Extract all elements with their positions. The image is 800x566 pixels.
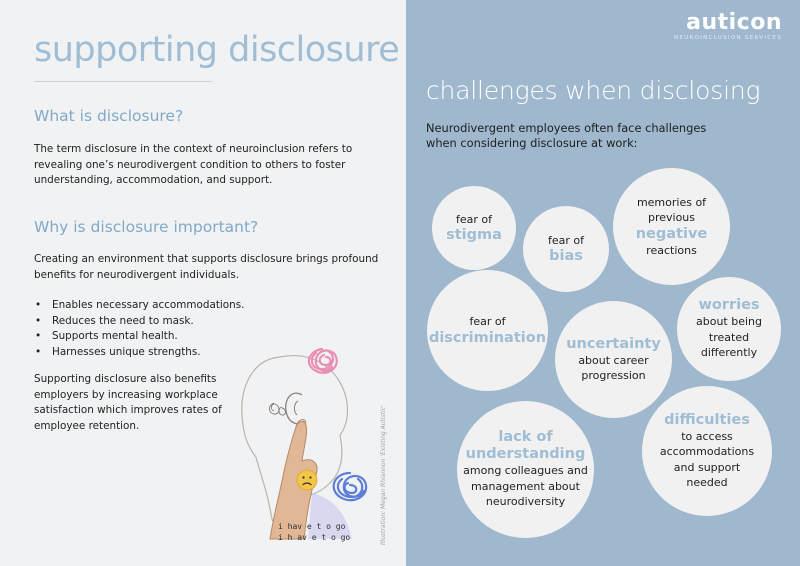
bubble-text: fear of xyxy=(547,233,584,247)
benefits-list: Enables necessary accommodations. Reduce… xyxy=(34,298,244,360)
blue-scribble-icon xyxy=(332,471,368,502)
bubble-text: to access xyxy=(681,429,733,443)
list-item: Reduces the need to mask. xyxy=(34,314,244,330)
bubble-text: differently xyxy=(700,346,758,360)
bubble-text: about being xyxy=(696,315,762,329)
bubble-text: fear of xyxy=(469,315,506,329)
title-divider xyxy=(34,81,212,82)
bubble-text: needed xyxy=(686,476,728,489)
bubble-keyword: stigma xyxy=(446,227,502,244)
auticon-logo: auticon NEUROINCLUSION SERVICES xyxy=(674,11,782,42)
bubble-text: and support xyxy=(673,460,741,474)
bubble-text: fear of xyxy=(455,212,492,226)
bubble-text: treated xyxy=(708,330,750,344)
what-is-disclosure-text: The term disclosure in the context of ne… xyxy=(34,143,353,187)
bubble-keyword: worries xyxy=(698,297,760,314)
bubble-keyword: uncertainty xyxy=(566,335,661,352)
bubble-keyword: negative xyxy=(635,225,708,242)
bubble-text: memories of xyxy=(636,195,707,209)
illustration-credit: Illustration: Megan Rhiannon 'Existing A… xyxy=(380,405,387,545)
challenges-intro: Neurodivergent employees often face chal… xyxy=(426,121,707,150)
bubble-text: progression xyxy=(581,369,646,382)
list-item: Supports mental health. xyxy=(34,329,244,345)
bubble-text: management about xyxy=(471,479,580,493)
bubble-uncertainty: uncertainty about career progression xyxy=(555,301,672,418)
employer-benefits-text: Supporting disclosure also benefits empl… xyxy=(34,373,222,432)
illustration-figure: i hav e t o go i h av e t o go xyxy=(241,347,368,542)
bubble-text: neurodiversity xyxy=(485,495,566,509)
bubble-difficulties: difficulties to access accommodations an… xyxy=(642,386,772,516)
bubble-worries: worries about being treated differently xyxy=(677,277,781,381)
logo-subtitle: NEUROINCLUSION SERVICES xyxy=(673,35,782,41)
list-item: Harnesses unique strengths. xyxy=(34,345,244,361)
bubble-keyword: understanding xyxy=(465,446,586,463)
bubble-keyword: lack of xyxy=(498,429,553,446)
what-is-disclosure-heading: What is disclosure? xyxy=(34,107,184,125)
bubble-keyword: difficulties xyxy=(664,411,750,428)
bubble-text: previous xyxy=(647,211,696,225)
bubble-keyword: discrimination xyxy=(428,329,547,346)
why-important-heading: Why is disclosure important? xyxy=(34,218,259,236)
frown-emoji-icon xyxy=(296,469,318,491)
page-title: supporting disclosure xyxy=(34,30,400,70)
bubble-text: about career xyxy=(578,353,649,367)
bubble-fear-of-bias: fear of bias xyxy=(523,206,609,292)
bubble-fear-of-discrimination: fear of discrimination xyxy=(427,270,548,391)
why-important-text: Creating an environment that supports di… xyxy=(34,253,379,281)
illustration-text-2: i h av e t o go xyxy=(278,533,350,542)
bubble-text: accommodations xyxy=(659,445,755,458)
list-item: Enables necessary accommodations. xyxy=(34,298,244,314)
bubble-text: among colleagues and xyxy=(463,464,588,478)
challenges-title: challenges when disclosing xyxy=(426,76,761,105)
bubble-fear-of-stigma: fear of stigma xyxy=(432,186,516,270)
bubble-negative-reactions: memories of previous negative reactions xyxy=(613,168,730,285)
pink-scribble-icon xyxy=(307,347,338,374)
bubble-lack-of-understanding: lack of understanding among colleagues a… xyxy=(457,401,594,538)
illustration-text-1: i hav e t o go xyxy=(278,522,346,531)
logo-wordmark: auticon xyxy=(686,10,782,35)
bubble-keyword: bias xyxy=(549,248,583,265)
bubble-text: reactions xyxy=(646,243,697,257)
